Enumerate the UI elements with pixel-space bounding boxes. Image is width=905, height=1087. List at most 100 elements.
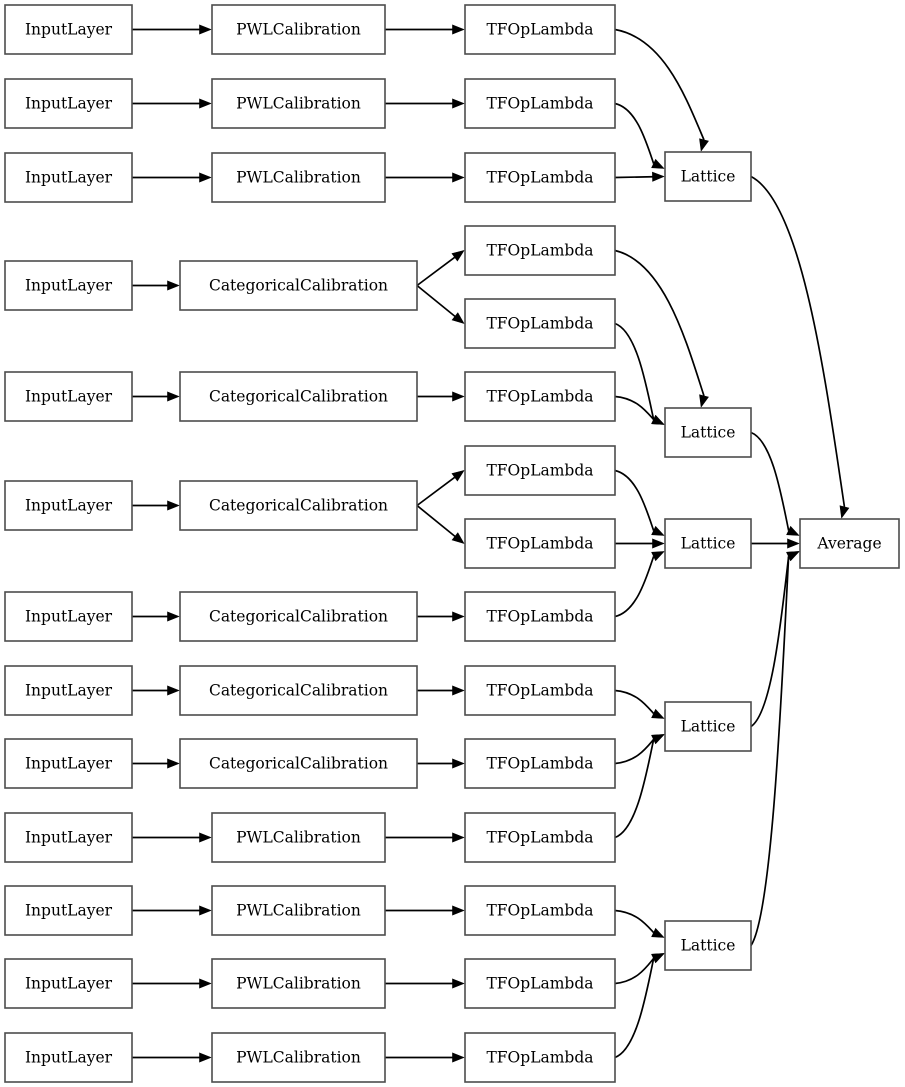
node-box[interactable] (4, 152, 133, 203)
node-box[interactable] (4, 812, 133, 863)
graph-node-tfoplambda[interactable]: TFOpLambda (464, 4, 616, 55)
graph-node-pwlcalibration[interactable]: PWLCalibration (211, 78, 386, 129)
graph-node-tfoplambda[interactable]: TFOpLambda (464, 738, 616, 789)
graph-node-categoricalcalibration[interactable]: CategoricalCalibration (179, 591, 418, 642)
arrowhead-icon (452, 978, 465, 989)
graph-node-tfoplambda[interactable]: TFOpLambda (464, 958, 616, 1009)
graph-node-tfoplambda[interactable]: TFOpLambda (464, 518, 616, 569)
graph-node-tfoplambda[interactable]: TFOpLambda (464, 885, 616, 936)
graph-node-categoricalcalibration[interactable]: CategoricalCalibration (179, 371, 418, 422)
node-box[interactable] (179, 665, 418, 716)
graph-node-pwlcalibration[interactable]: PWLCalibration (211, 152, 386, 203)
graph-node-tfoplambda[interactable]: TFOpLambda (464, 1032, 616, 1083)
node-box[interactable] (464, 958, 616, 1009)
node-box[interactable] (4, 260, 133, 311)
graph-node-inputlayer[interactable]: InputLayer (4, 812, 133, 863)
node-box[interactable] (464, 298, 616, 349)
graph-node-inputlayer[interactable]: InputLayer (4, 1032, 133, 1083)
graph-node-tfoplambda[interactable]: TFOpLambda (464, 591, 616, 642)
graph-node-pwlcalibration[interactable]: PWLCalibration (211, 885, 386, 936)
node-box[interactable] (464, 885, 616, 936)
node-box[interactable] (211, 885, 386, 936)
graph-node-inputlayer[interactable]: InputLayer (4, 260, 133, 311)
node-box[interactable] (4, 738, 133, 789)
node-box[interactable] (4, 591, 133, 642)
graph-node-inputlayer[interactable]: InputLayer (4, 665, 133, 716)
node-box[interactable] (464, 152, 616, 203)
graph-node-average[interactable]: Average (799, 518, 900, 569)
node-box[interactable] (464, 78, 616, 129)
graph-node-categoricalcalibration[interactable]: CategoricalCalibration (179, 480, 418, 531)
graph-node-inputlayer[interactable]: InputLayer (4, 591, 133, 642)
node-box[interactable] (664, 920, 752, 971)
graph-node-inputlayer[interactable]: InputLayer (4, 4, 133, 55)
node-box[interactable] (464, 225, 616, 276)
graph-node-tfoplambda[interactable]: TFOpLambda (464, 152, 616, 203)
graph-node-pwlcalibration[interactable]: PWLCalibration (211, 812, 386, 863)
graph-node-tfoplambda[interactable]: TFOpLambda (464, 225, 616, 276)
node-box[interactable] (664, 407, 752, 458)
edge-categoricalcalibration-to-tfoplambda (416, 470, 465, 507)
node-box[interactable] (211, 152, 386, 203)
node-box[interactable] (4, 480, 133, 531)
node-box[interactable] (179, 371, 418, 422)
node-box[interactable] (4, 78, 133, 129)
node-box[interactable] (179, 260, 418, 311)
graph-node-tfoplambda[interactable]: TFOpLambda (464, 371, 616, 422)
node-box[interactable] (211, 4, 386, 55)
graph-node-inputlayer[interactable]: InputLayer (4, 371, 133, 422)
graph-node-inputlayer[interactable]: InputLayer (4, 480, 133, 531)
graph-node-tfoplambda[interactable]: TFOpLambda (464, 812, 616, 863)
node-label: CategoricalCalibration (209, 497, 388, 515)
node-label: PWLCalibration (236, 975, 361, 993)
node-box[interactable] (464, 812, 616, 863)
node-box[interactable] (4, 371, 133, 422)
node-box[interactable] (4, 958, 133, 1009)
node-box[interactable] (4, 4, 133, 55)
graph-node-pwlcalibration[interactable]: PWLCalibration (211, 1032, 386, 1083)
node-box[interactable] (179, 591, 418, 642)
node-box[interactable] (179, 738, 418, 789)
edge-pwlcalibration-to-tfoplambda (385, 832, 465, 843)
graph-node-inputlayer[interactable]: InputLayer (4, 885, 133, 936)
node-box[interactable] (664, 701, 752, 752)
node-box[interactable] (211, 1032, 386, 1083)
edge-pwlcalibration-to-tfoplambda (385, 978, 465, 989)
node-box[interactable] (211, 958, 386, 1009)
graph-node-pwlcalibration[interactable]: PWLCalibration (211, 4, 386, 55)
graph-node-inputlayer[interactable]: InputLayer (4, 78, 133, 129)
node-box[interactable] (664, 518, 752, 569)
node-box[interactable] (4, 1032, 133, 1083)
node-box[interactable] (464, 445, 616, 496)
graph-node-lattice[interactable]: Lattice (664, 407, 752, 458)
graph-node-lattice[interactable]: Lattice (664, 920, 752, 971)
node-box[interactable] (464, 665, 616, 716)
node-box[interactable] (4, 665, 133, 716)
graph-node-inputlayer[interactable]: InputLayer (4, 738, 133, 789)
graph-node-categoricalcalibration[interactable]: CategoricalCalibration (179, 260, 418, 311)
node-box[interactable] (464, 4, 616, 55)
graph-node-tfoplambda[interactable]: TFOpLambda (464, 665, 616, 716)
graph-node-tfoplambda[interactable]: TFOpLambda (464, 298, 616, 349)
node-box[interactable] (464, 738, 616, 789)
graph-node-lattice[interactable]: Lattice (664, 151, 752, 202)
graph-node-tfoplambda[interactable]: TFOpLambda (464, 445, 616, 496)
graph-node-lattice[interactable]: Lattice (664, 701, 752, 752)
graph-node-tfoplambda[interactable]: TFOpLambda (464, 78, 616, 129)
node-box[interactable] (464, 591, 616, 642)
graph-node-pwlcalibration[interactable]: PWLCalibration (211, 958, 386, 1009)
node-box[interactable] (464, 518, 616, 569)
node-box[interactable] (179, 480, 418, 531)
node-box[interactable] (4, 885, 133, 936)
graph-node-inputlayer[interactable]: InputLayer (4, 152, 133, 203)
node-box[interactable] (211, 78, 386, 129)
graph-node-categoricalcalibration[interactable]: CategoricalCalibration (179, 738, 418, 789)
node-box[interactable] (464, 371, 616, 422)
node-box[interactable] (211, 812, 386, 863)
graph-node-categoricalcalibration[interactable]: CategoricalCalibration (179, 665, 418, 716)
graph-node-lattice[interactable]: Lattice (664, 518, 752, 569)
graph-node-inputlayer[interactable]: InputLayer (4, 958, 133, 1009)
node-box[interactable] (464, 1032, 616, 1083)
node-box[interactable] (664, 151, 752, 202)
node-box[interactable] (799, 518, 900, 569)
